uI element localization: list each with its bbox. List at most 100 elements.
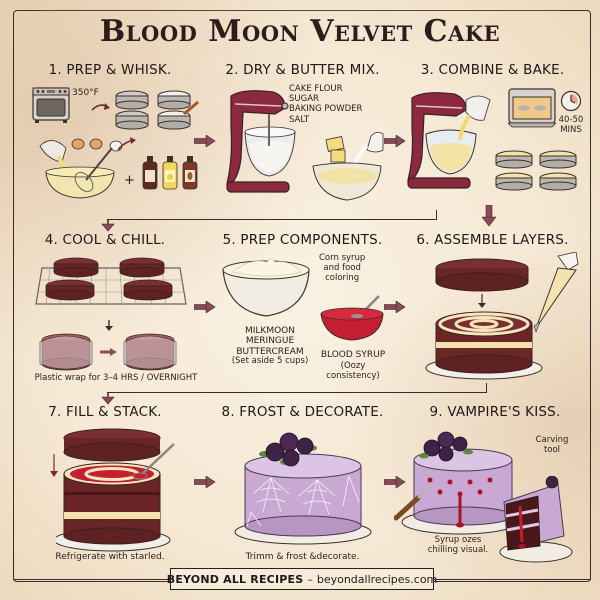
arrow-right-icon <box>100 348 117 356</box>
arrow-right-icon <box>384 476 406 488</box>
clock-icon <box>560 90 582 112</box>
whisk-bowl-icon <box>39 138 123 199</box>
curved-arrow-icon <box>117 137 136 151</box>
roses-icon <box>259 432 317 467</box>
stacked-cake-icon <box>56 428 175 552</box>
almond-bottle-icon <box>182 156 198 190</box>
batter-pans-icon <box>495 150 577 191</box>
decorate-caption: Trimm & frost &decorate. <box>245 552 360 562</box>
lemon-bottle-icon <box>162 156 178 190</box>
syrup-hint-note: Corn syrup and food coloring <box>319 253 366 283</box>
bake-time-note: 40-50 MINS <box>558 115 584 135</box>
footer-url[interactable]: beyondallrecipes.com <box>316 572 438 586</box>
step-3: 3. COMBINE & BAKE. 40-50 MINS <box>400 62 585 202</box>
bleeding-cake-icon <box>401 431 519 535</box>
buttercream-label-line: MILKMOON <box>244 326 295 336</box>
chill-caption: Plastic wrap for 3–4 HRS / OVERNIGHT <box>34 373 198 383</box>
syrup-note-line: chilling visual. <box>427 544 489 555</box>
page-title: Blood Moon Velvet Cake <box>99 14 501 49</box>
step-8: 8. FROST & DECORATE. Trimm & fr <box>215 404 390 564</box>
stand-mixer-icon <box>407 92 491 189</box>
syrup-label-sub: (Oozy consistency) <box>326 360 380 381</box>
step-5: 5. PREP COMPONENTS. Corn syrup and food … <box>215 232 390 382</box>
flow-connector <box>107 383 487 393</box>
syrup-hint-line: coloring <box>325 272 360 283</box>
dam-ring-cake-icon <box>425 311 543 380</box>
step-title: 1. PREP & WHISK. <box>48 62 172 78</box>
step-title: 5. PREP COMPONENTS. <box>222 232 383 248</box>
syrup-hint-line: and food <box>323 262 361 273</box>
footer-brand: BEYOND ALL RECIPES <box>166 572 304 586</box>
buttercream-bowl-icon <box>222 258 310 317</box>
footer-divider-left <box>13 579 170 580</box>
arrow-down-icon <box>105 320 113 331</box>
vanilla-bottle-icon <box>142 156 158 190</box>
carving-tool-icon <box>394 487 431 521</box>
piping-bag-icon <box>533 252 579 333</box>
ingredient-item: CAKE FLOUR <box>289 84 343 94</box>
cake-slice-icon <box>499 476 573 563</box>
carving-note-line: Carving <box>535 435 569 445</box>
buttercream-label: MILKMOON MERINGUE BUTTERCREAM (Set aside… <box>225 326 315 367</box>
syrup-label: BLOOD SYRUP (Oozy consistency) <box>315 350 391 381</box>
cake-pans-icon <box>115 90 199 130</box>
curved-arrow-icon <box>91 103 110 111</box>
step-title: 4. COOL & CHILL. <box>44 232 166 248</box>
plus-sign: + <box>124 173 135 188</box>
butter-bowl-icon <box>312 132 384 201</box>
spiderweb-icon <box>246 475 360 527</box>
arrow-down-icon <box>478 294 486 308</box>
arrow-down-icon <box>50 454 58 477</box>
arrow-right-icon <box>384 301 406 313</box>
carving-note: Carving tool <box>528 435 576 456</box>
arrow-down-icon <box>101 393 115 405</box>
step-title: 2. DRY & BUTTER MIX. <box>225 62 380 78</box>
syrup-note: Syrup ozes chilling visual. <box>422 535 494 556</box>
step-title: 3. COMBINE & BAKE. <box>420 62 565 78</box>
arrow-right-icon <box>194 476 216 488</box>
step-2: 2. DRY & BUTTER MIX. CAKE FLOUR SUGAR BA… <box>215 62 390 202</box>
cooling-rack-icon <box>35 257 187 305</box>
stack-caption: Refrigerate with starled. <box>55 552 165 562</box>
arrow-right-icon <box>194 301 216 313</box>
step-7: 7. FILL & STACK. Refrigerate with starle… <box>20 404 210 564</box>
footer-banner: BEYOND ALL RECIPES – beyondallrecipes.co… <box>166 568 438 590</box>
step-9: 9. VAMPIRE'S KISS. Carving <box>394 404 590 564</box>
syrup-note-line: Syrup ozes <box>434 535 482 545</box>
step-title: 7. FILL & STACK. <box>48 404 162 420</box>
oven-temp-note: 350°F <box>72 88 99 98</box>
ingredient-item: SALT <box>289 114 310 125</box>
buttercream-label-line: MERINGUE <box>245 336 295 347</box>
wrapped-cake-icon <box>39 333 93 371</box>
buttercream-sub: (Set aside 5 cups) <box>231 356 309 367</box>
step-1: 1. PREP & WHISK. 350°F <box>20 62 200 202</box>
wrapped-cake-icon <box>123 333 177 371</box>
step-title: 8. FROST & DECORATE. <box>221 404 384 420</box>
oven-icon <box>32 87 70 123</box>
step-title: 9. VAMPIRE'S KISS. <box>429 404 561 420</box>
ingredient-item: BAKING POWDER <box>289 104 363 115</box>
step-4: 4. COOL & CHILL. <box>20 232 210 383</box>
step-title: 6. ASSEMBLE LAYERS. <box>416 232 569 248</box>
ingredient-item: SUGAR <box>289 94 319 105</box>
roses-icon <box>419 431 473 462</box>
footer-divider-right <box>434 579 591 580</box>
syrup-bowl-icon <box>320 295 384 341</box>
carving-note-line: tool <box>543 444 561 455</box>
title-divider <box>40 10 560 11</box>
ingredients-list: CAKE FLOUR SUGAR BAKING POWDER SALT <box>289 84 362 125</box>
buttercream-label-line: BUTTERCREAM <box>236 346 304 357</box>
arrow-right-icon <box>384 135 406 147</box>
step-6: 6. ASSEMBLE LAYERS. <box>400 232 585 382</box>
oven-icon <box>508 88 556 128</box>
stand-mixer-icon <box>226 90 296 193</box>
arrow-down-icon <box>482 205 496 227</box>
frosted-cake-icon <box>234 432 372 545</box>
flow-connector <box>107 210 437 220</box>
footer-separator: – <box>307 572 313 586</box>
arrow-right-icon <box>194 135 216 147</box>
arrow-down-icon <box>101 220 115 232</box>
syrup-hint-line: Corn syrup <box>319 253 366 263</box>
cake-layer-icon <box>435 258 529 292</box>
